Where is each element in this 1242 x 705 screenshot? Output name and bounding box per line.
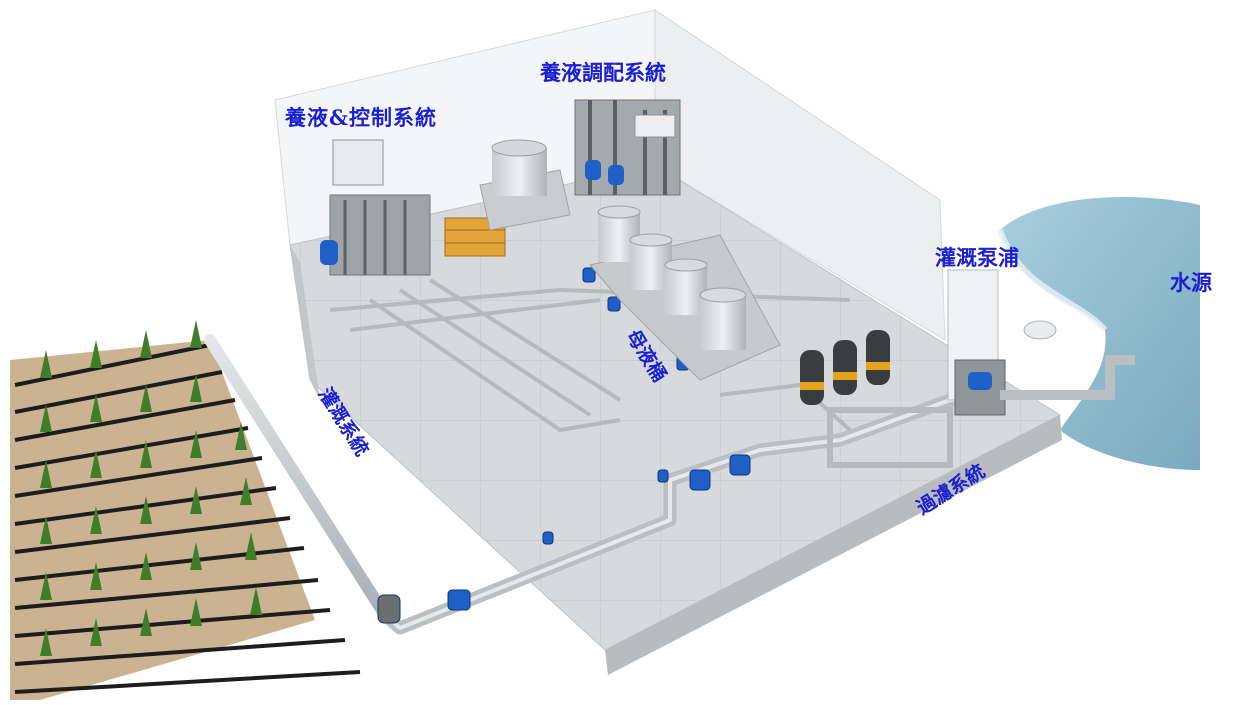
mixing-tank: [479, 139, 571, 231]
label-pump: 灌溉泵浦: [935, 245, 1019, 270]
label-nutrient-control: 養液&控制系統: [284, 105, 437, 130]
pump-station: [947, 269, 1135, 416]
crop-field: [10, 320, 361, 700]
field-manifold-pipe: [204, 334, 391, 621]
filtration-unit: [800, 330, 953, 468]
nutrient-control-unit: [320, 139, 431, 276]
label-nutrient-mixing: 養液調配系統: [539, 60, 666, 85]
nutrient-mixing-unit: [574, 99, 681, 196]
blue-valves: [377, 267, 751, 624]
stock-tanks: [589, 205, 781, 381]
water-pond: [1000, 197, 1200, 470]
floor-edge: [605, 415, 1062, 675]
label-water-source: 水源: [1170, 270, 1212, 295]
